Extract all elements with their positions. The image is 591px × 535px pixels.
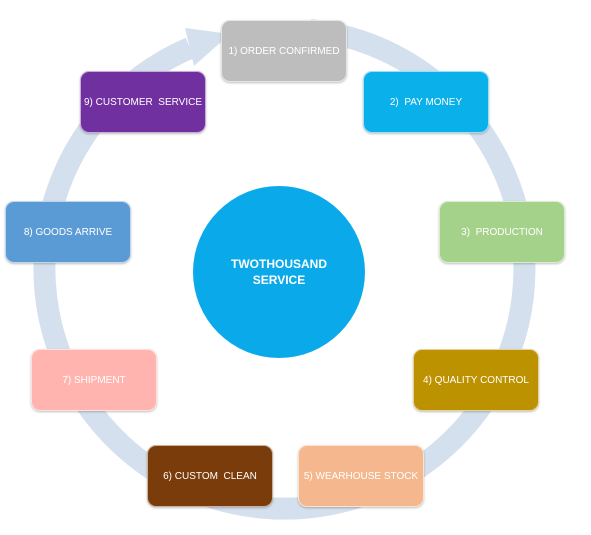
step-label: 2) PAY MONEY xyxy=(389,96,463,108)
step-customer-service: 9) CUSTOMER SERVICE xyxy=(80,71,206,133)
center-circle: TWOTHOUSAND SERVICE xyxy=(193,186,365,358)
step-label: 4) QUALITY CONTROL xyxy=(423,374,529,386)
step-shipment: 7) SHIPMENT xyxy=(31,349,157,411)
step-label: 9) CUSTOMER SERVICE xyxy=(84,96,202,108)
step-wearhouse-stock: 5) WEARHOUSE STOCK xyxy=(298,445,424,507)
step-label: 5) WEARHOUSE STOCK xyxy=(303,470,419,482)
ring-arrowhead xyxy=(185,28,230,66)
step-label: 7) SHIPMENT xyxy=(62,374,126,386)
step-label: 3) PRODUCTION xyxy=(461,226,543,238)
step-custom-clean: 6) CUSTOM CLEAN xyxy=(147,445,273,507)
step-pay-money: 2) PAY MONEY xyxy=(363,71,489,133)
step-quality-control: 4) QUALITY CONTROL xyxy=(413,349,539,411)
step-production: 3) PRODUCTION xyxy=(439,201,565,263)
step-label: 8) GOODS ARRIVE xyxy=(23,226,113,238)
step-label: 6) CUSTOM CLEAN xyxy=(163,470,257,482)
step-goods-arrive: 8) GOODS ARRIVE xyxy=(5,201,131,263)
step-order-confirmed: 1) ORDER CONFIRMED xyxy=(221,20,347,82)
center-label: TWOTHOUSAND SERVICE xyxy=(231,257,327,287)
step-label: 1) ORDER CONFIRMED xyxy=(228,45,340,57)
